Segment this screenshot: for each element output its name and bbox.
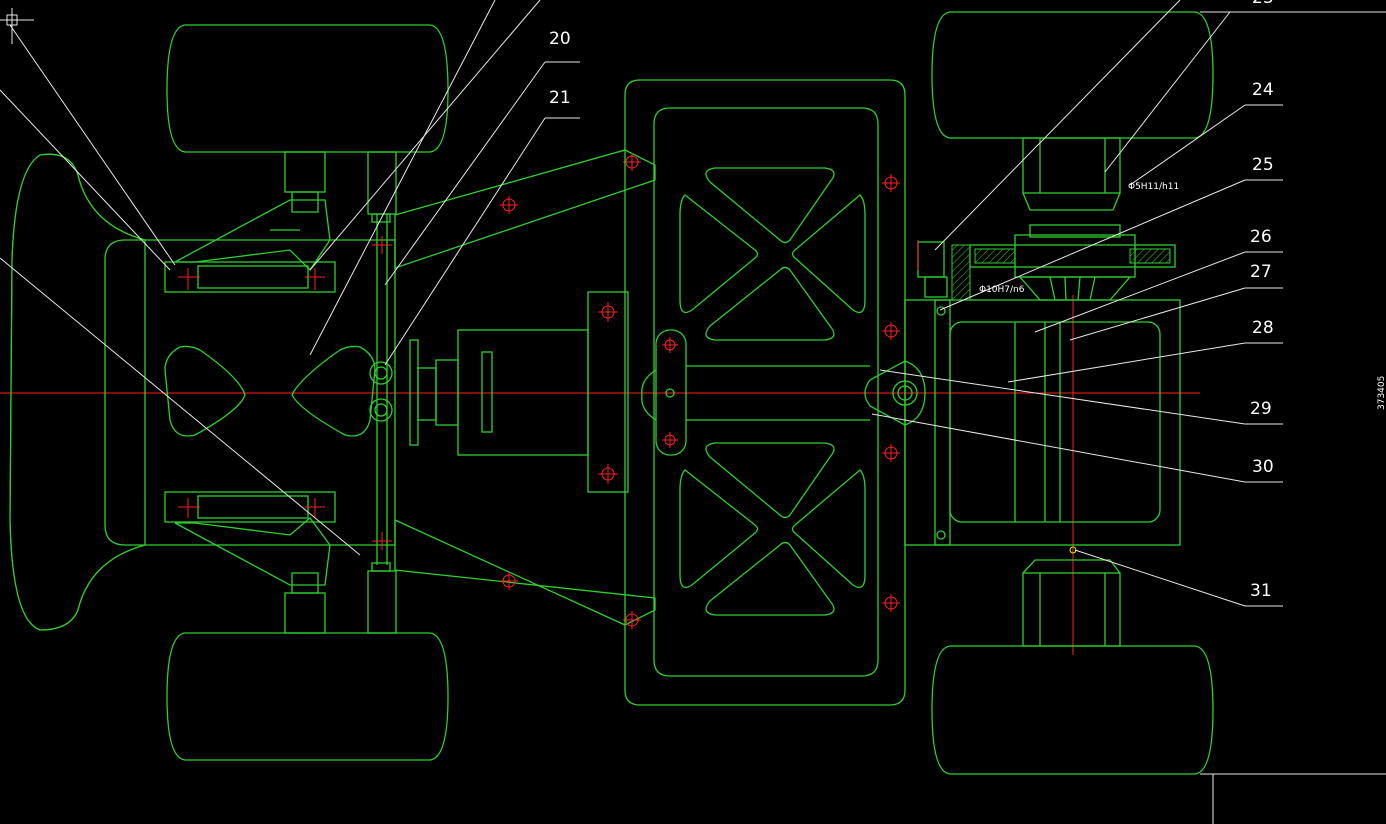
front-cutout-right xyxy=(291,345,376,437)
rear-right-hub xyxy=(1022,546,1121,647)
main-chassis-inner xyxy=(653,107,879,677)
center-link-bar xyxy=(641,329,870,456)
front-lower-link xyxy=(394,518,656,626)
label-25: 25 xyxy=(1252,155,1274,175)
front-upper-arm xyxy=(164,199,336,293)
label-28: 28 xyxy=(1252,318,1274,338)
front-lower-arm xyxy=(164,491,336,586)
label-27: 27 xyxy=(1250,262,1272,282)
side-dimension-text: 373405 xyxy=(1377,376,1386,410)
front-link-bolts xyxy=(500,153,641,629)
steering-servo xyxy=(409,291,629,493)
front-cutout-left xyxy=(164,345,246,437)
rear-right-wheel xyxy=(931,645,1214,775)
cursor-icon xyxy=(0,8,34,44)
chassis-bolts xyxy=(882,174,900,612)
front-upper-link xyxy=(394,149,656,269)
front-plate xyxy=(104,239,396,546)
label-29: 29 xyxy=(1250,399,1272,419)
rear-leader-lines xyxy=(871,0,1283,607)
main-chassis-plate xyxy=(624,79,906,706)
tolerance-phi5: Φ5H11/h11 xyxy=(1128,182,1179,192)
tolerance-phi10: Φ10H7/n6 xyxy=(979,285,1025,295)
label-21: 21 xyxy=(549,88,571,108)
label-30: 30 xyxy=(1252,457,1274,477)
x-cutout-top xyxy=(679,167,866,341)
label-31: 31 xyxy=(1250,581,1272,601)
front-leader-lines xyxy=(0,0,580,556)
tie-rod xyxy=(369,214,393,565)
rear-left-wheel xyxy=(931,11,1214,139)
front-right-hub xyxy=(284,562,397,634)
label-20: 20 xyxy=(549,29,571,49)
front-left-hub xyxy=(284,151,397,223)
rear-gearbox xyxy=(904,299,1181,546)
front-bumper-outline xyxy=(9,153,146,631)
label-24: 24 xyxy=(1252,80,1274,100)
front-right-wheel xyxy=(166,632,449,761)
gear-assembly xyxy=(917,224,1176,301)
label-26: 26 xyxy=(1250,227,1272,247)
front-left-wheel xyxy=(166,24,449,153)
front-bumper xyxy=(9,153,146,631)
label-23: 23 xyxy=(1252,0,1274,8)
x-cutout-bottom xyxy=(679,442,866,616)
rear-left-hub xyxy=(1022,137,1121,211)
